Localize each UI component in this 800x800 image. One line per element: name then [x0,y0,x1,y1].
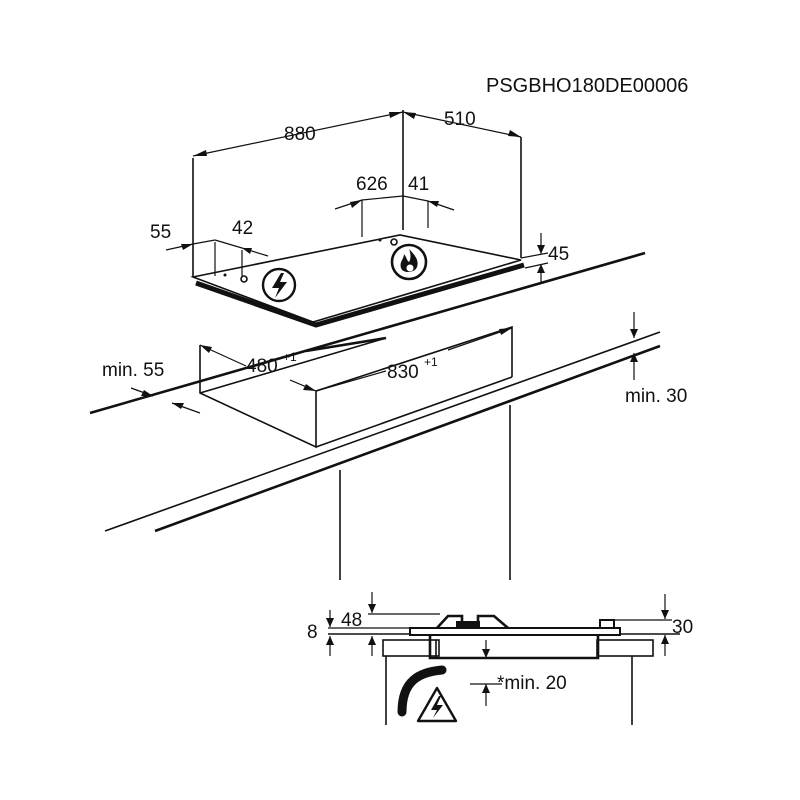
countertop-top-edge [104,331,661,532]
cutout-width-dim-a [315,370,387,392]
flame-circle-icon [390,243,428,281]
arrowhead [326,618,334,627]
arrowhead [303,384,316,391]
gas-pipe [397,665,447,717]
arrowhead [508,130,521,137]
arrowhead [242,248,252,254]
arrowhead [403,112,416,119]
cutout-rear-rim [305,336,387,353]
arrowhead [368,636,376,645]
width-dim-line [192,111,404,157]
arrowhead [482,684,490,693]
hob-drawing [165,110,549,328]
arrowhead [630,329,638,338]
depth-dim-line [402,111,522,138]
lightning-circle-icon [261,267,297,303]
dim-42-label: 42 [232,218,253,239]
dim-830-tolerance: +1 [424,355,438,369]
arrowhead [350,200,362,208]
dim-480-label: 480 [246,356,278,377]
glass-plate [409,627,621,636]
height-dim-ext-2 [524,262,549,269]
dim-45-label: 45 [548,244,569,265]
arrowhead [368,604,376,613]
burner-cap [456,621,480,628]
conn-dot-2 [378,238,382,242]
electric-connection-point [240,275,248,283]
worktop-left-block [382,639,440,657]
arrowhead [661,635,669,644]
gas-dim-ext-2 [361,195,404,201]
countertop-drawing [89,251,661,580]
cutout-rear-line [199,337,387,394]
dim-30-label: 30 [672,617,693,638]
cutout-front-line [315,376,513,448]
pan-support-right [476,614,509,629]
dim-480-tolerance: +1 [283,350,297,364]
rear-clearance-label: min. 30 [625,386,687,407]
gas-dim-ext-3 [402,195,429,202]
hob-base-edge [195,262,525,328]
countertop-rear-edge [89,251,646,415]
arrowhead [630,353,638,362]
arrowhead [193,150,207,156]
dim-626-label: 626 [356,174,388,195]
left-dim-ext-2 [214,239,243,249]
front-clearance-label: min. 55 [102,360,164,381]
arrowhead [537,264,545,273]
arrowhead [482,649,490,658]
arrowhead [200,345,212,353]
arrowhead [181,244,193,250]
dim-41-label: 41 [408,174,429,195]
arrowhead [172,403,184,409]
arrowhead [389,112,403,118]
dim-510-label: 510 [444,109,476,130]
dim-48-label: 48 [341,610,362,631]
countertop-front-edge [154,344,661,533]
arrowhead [661,610,669,619]
worktop-right-block [596,639,654,657]
conn-dot [223,273,227,277]
hob-top-surface [190,234,522,323]
dim-20-label: *min. 20 [497,673,567,694]
cutout-left-wall [199,345,317,449]
dim-880-label: 880 [284,124,316,145]
document-code: PSGBHO180DE00006 [486,75,688,97]
arrowhead [499,328,512,335]
dim-830-label: 830 [387,362,419,383]
dim-55-label: 55 [150,222,171,243]
electrical-warning-triangle-icon [416,686,458,723]
arrowhead [537,245,545,254]
gas-connection-point [390,238,398,246]
control-knob [599,619,615,629]
hob-body [428,636,600,660]
arrowhead [141,390,153,396]
dim-8-label: 8 [307,622,318,643]
side-section-drawing [326,592,680,725]
arrowhead [428,201,439,207]
cutout-back-wall [315,325,513,392]
arrowhead [326,636,334,645]
left-dim-ext [192,239,216,245]
height-dim-ext [520,252,549,259]
